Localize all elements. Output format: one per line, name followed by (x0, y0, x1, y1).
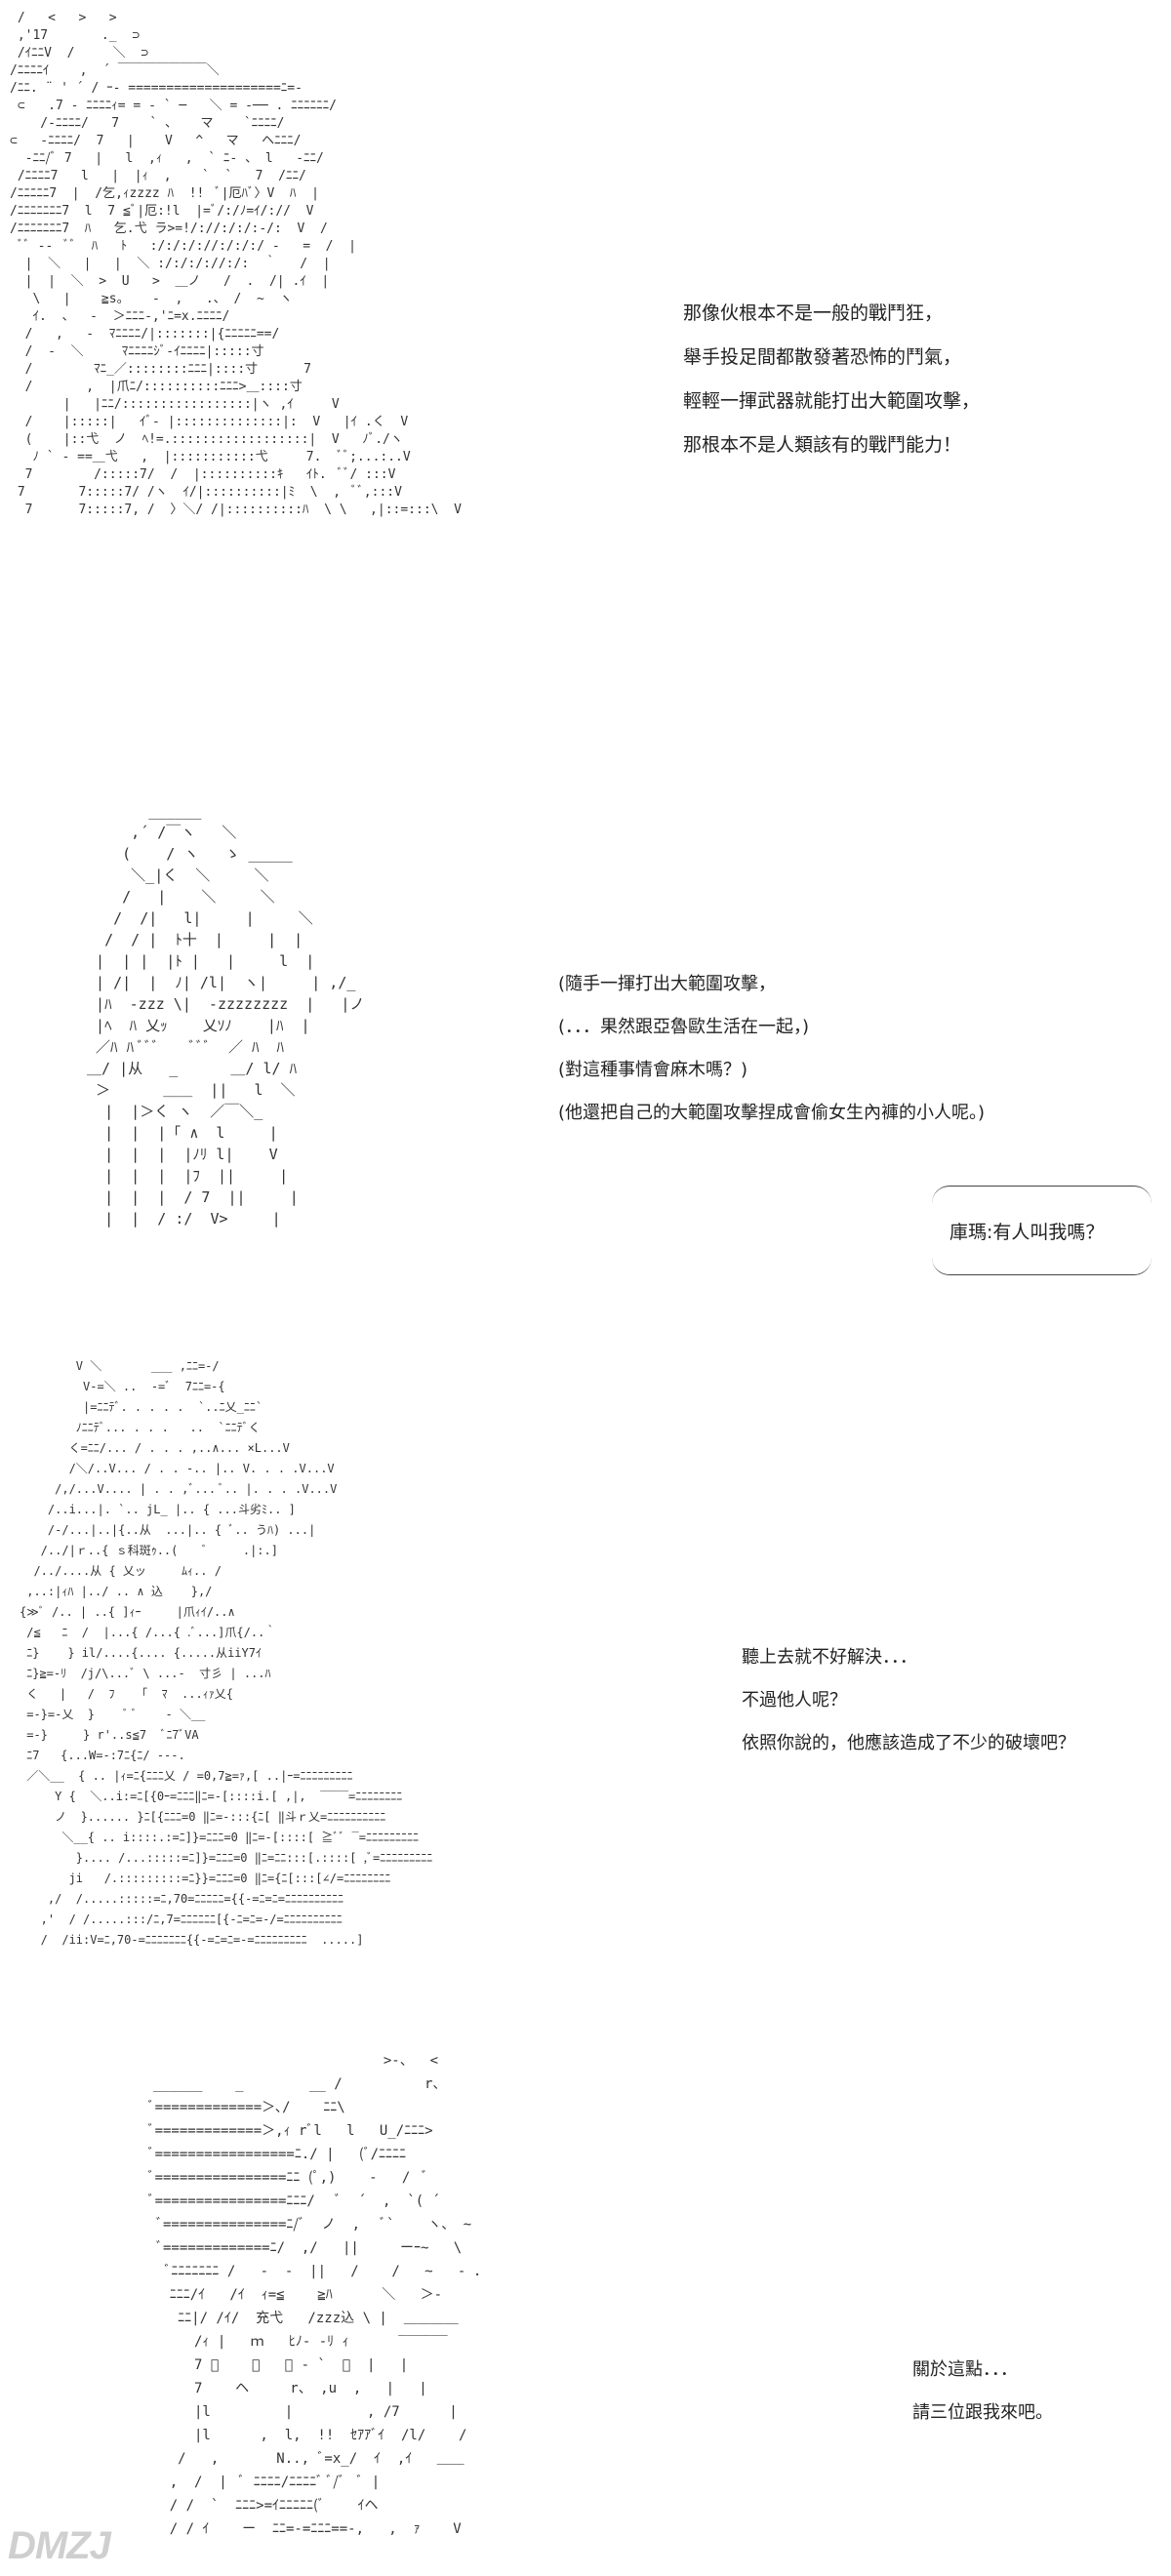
dialog-line: (他還把自己的大範圍攻擊捏成會偷女生內褲的小人呢。) (558, 1103, 986, 1123)
dialog-line: (對這種事情會麻木嗎？) (558, 1060, 748, 1080)
dialog-line: 舉手投足間都散發著恐怖的鬥氣， (683, 346, 962, 368)
dialog-line: 依照你說的，他應該造成了不少的破壞吧？ (742, 1733, 1075, 1753)
dialog-block-3: 聽上去就不好解決．．． 不過他人呢？ 依照你說的，他應該造成了不少的破壞吧？ (742, 1649, 1075, 1778)
speech-bubble: 庫瑪:有人叫我嗎？ (932, 1186, 1151, 1275)
dialog-line: (．．．果然跟亞魯歐生活在一起，) (558, 1017, 810, 1037)
dialog-line: 聽上去就不好解決．．． (742, 1647, 917, 1668)
dialog-line: 請三位跟我來吧。 (912, 2402, 1053, 2423)
dialog-line: (隨手一揮打出大範圍攻擊， (558, 974, 777, 994)
dialog-line: 不過他人呢？ (742, 1690, 847, 1711)
site-watermark-logo: DMZJ (8, 2524, 111, 2567)
dialog-line: 輕輕一揮武器就能打出大範圍攻擊， (683, 390, 981, 412)
panel-3: V ＼ ___ ,ﾆﾆ=-/ V-=＼ .. ‐=ﾞ 7ﾆﾆ=-{ |=ﾆﾆﾃﾞ… (0, 1347, 1171, 2030)
ascii-art-character-1: / < > > ,'17 ._ ⊃ /ｲﾆﾆV / ＼ ⊃ /ﾆﾆﾆﾆｲ , ´… (10, 11, 462, 517)
ascii-art-character-2: ______ ,´ /￣ヽ ＼ ( / ヽ ゝ _____ ＼_|く ＼ ＼ /… (87, 802, 365, 1228)
panel-2: ______ ,´ /￣ヽ ＼ ( / ヽ ゝ _____ ＼_|く ＼ ＼ /… (0, 790, 1171, 1337)
panel-1: / < > > ,'17 ._ ⊃ /ｲﾆﾆV / ＼ ⊃ /ﾆﾆﾆﾆｲ , ´… (0, 0, 1171, 781)
dialog-block-2: (隨手一揮打出大範圍攻擊， (．．．果然跟亞魯歐生活在一起，) (對這種事情會麻… (558, 976, 985, 1147)
dialog-line: 那像伙根本不是一般的戰鬥狂， (683, 302, 944, 324)
dialog-block-4: 關於這點．．． 請三位跟我來吧。 (912, 2361, 1053, 2447)
ascii-art-character-4: >-、 < ______ _ __ / r、 ﾞ=============＞､/… (144, 2053, 488, 2537)
speech-bubble-text: 庫瑪:有人叫我嗎？ (949, 1222, 1105, 1243)
dialog-block-1: 那像伙根本不是一般的戰鬥狂， 舉手投足間都散發著恐怖的鬥氣， 輕輕一揮武器就能打… (683, 304, 980, 480)
ascii-art-character-3: V ＼ ___ ,ﾆﾆ=-/ V-=＼ .. ‐=ﾞ 7ﾆﾆ=-{ |=ﾆﾆﾃﾞ… (20, 1359, 433, 1947)
dialog-line: 那根本不是人類該有的戰鬥能力！ (683, 434, 962, 456)
panel-4: >-、 < ______ _ __ / r、 ﾞ=============＞､/… (0, 2039, 1171, 2576)
dialog-line: 關於這點．．． (912, 2359, 1018, 2380)
